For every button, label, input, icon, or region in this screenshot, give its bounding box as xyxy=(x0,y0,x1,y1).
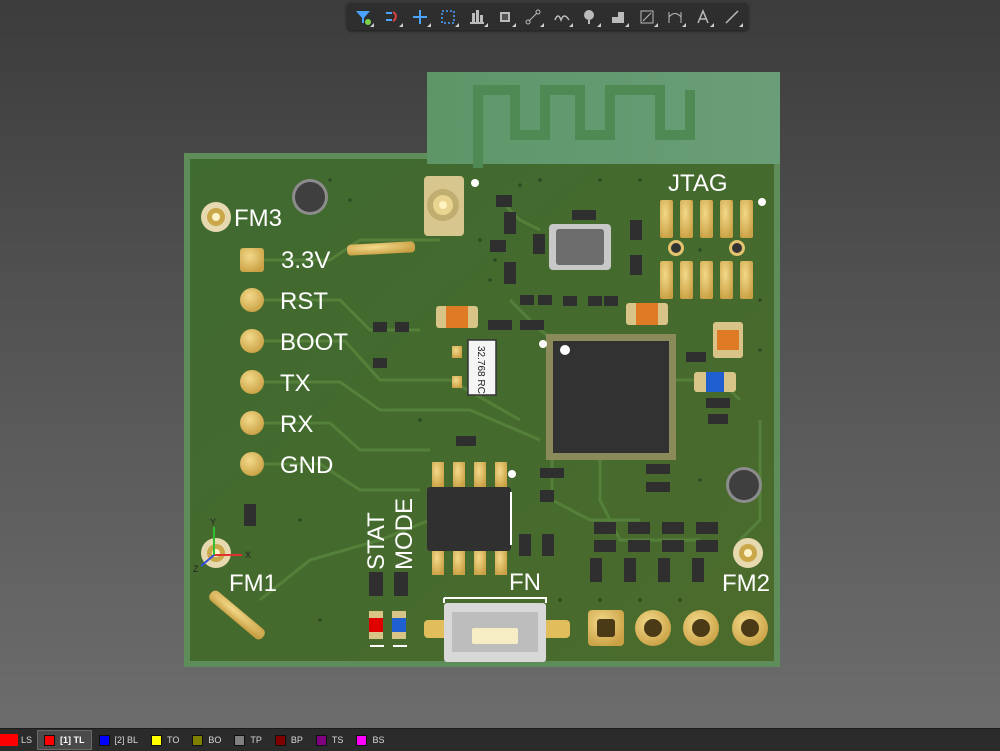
pad-gnd xyxy=(240,452,264,476)
layer-color-swatch xyxy=(0,734,18,746)
pad-rx xyxy=(240,411,264,435)
layer-label: BP xyxy=(290,735,303,745)
label-stat: STAT xyxy=(363,512,390,570)
layer-tab-bs[interactable]: BS xyxy=(350,731,390,749)
layer-color-swatch xyxy=(98,734,110,746)
axis-y-label: Y xyxy=(210,517,216,527)
pcb-3d-viewport[interactable]: FM3 3.3V RST BOOT TX RX GND JTAG FN FM1 … xyxy=(0,0,1000,728)
layer-tab-to[interactable]: TO xyxy=(145,731,185,749)
fiducial-fm2 xyxy=(733,538,763,568)
layer-label: TP xyxy=(250,735,262,745)
text-tool-icon[interactable] xyxy=(692,6,715,28)
mounting-hole-right xyxy=(726,467,762,503)
edge-pad-top xyxy=(346,241,416,256)
layer-color-swatch xyxy=(151,734,163,746)
via-dots xyxy=(298,178,762,622)
layer-color-swatch xyxy=(315,734,327,746)
layer-label: BS xyxy=(372,735,385,745)
line-tool-icon[interactable] xyxy=(721,6,743,28)
label-gnd: GND xyxy=(280,452,333,479)
component-tool-icon[interactable] xyxy=(494,6,516,28)
layer-tab-bar: LS [1] TL [2] BL TO BO TP BP TS BS xyxy=(0,728,1000,751)
layer-tab-ls[interactable]: LS xyxy=(0,731,36,749)
measure-tool-icon[interactable] xyxy=(664,6,686,28)
net-tool-icon[interactable] xyxy=(522,6,545,28)
label-crystal: 32.768 RC xyxy=(475,346,486,394)
axis-gizmo: X Y Z xyxy=(193,517,251,574)
layer-label: TO xyxy=(167,735,180,745)
fn-button-component xyxy=(424,603,570,662)
layer-label: [2] BL xyxy=(114,735,139,745)
pad-rst xyxy=(240,288,264,312)
layer-tab-bo[interactable]: BO xyxy=(186,731,227,749)
fiducial-fm3 xyxy=(201,202,231,232)
label-tx: TX xyxy=(280,370,311,397)
silkscreen-marks xyxy=(370,492,547,647)
tool-palette xyxy=(347,3,748,30)
layer-label: BO xyxy=(208,735,222,745)
layer-color-swatch xyxy=(356,734,368,746)
layer-tab-tp[interactable]: TP xyxy=(228,731,268,749)
axis-x-label: X xyxy=(245,550,251,560)
crystal-component xyxy=(452,339,497,396)
polygon-tool-icon[interactable] xyxy=(607,6,630,28)
align-tool-icon[interactable] xyxy=(466,6,488,28)
layer-label: TS xyxy=(331,735,344,745)
layer-color-swatch xyxy=(234,734,246,746)
label-fm2: FM2 xyxy=(722,570,770,597)
label-mode: MODE xyxy=(391,498,418,570)
edge-connector-pads xyxy=(588,610,768,646)
interactive-route-icon[interactable] xyxy=(551,6,573,28)
layer-label: LS xyxy=(21,735,33,745)
antenna-trace xyxy=(473,85,695,168)
axis-z-label: Z xyxy=(193,564,199,574)
layer-color-swatch xyxy=(192,734,204,746)
filter-tool-icon[interactable] xyxy=(352,6,375,28)
label-fn: FN xyxy=(509,569,541,596)
pcb-body xyxy=(190,159,774,661)
layer-label: [1] TL xyxy=(60,735,85,745)
via-tool-icon[interactable] xyxy=(579,6,601,28)
sensor-ic xyxy=(549,224,611,270)
jtag-header xyxy=(660,200,753,299)
label-rx: RX xyxy=(280,411,313,438)
label-fm1: FM1 xyxy=(229,570,277,597)
soic-chip xyxy=(427,462,511,575)
ufl-connector xyxy=(424,176,464,236)
select-box-icon[interactable] xyxy=(437,6,460,28)
layer-tab-ts[interactable]: TS xyxy=(310,731,350,749)
label-fm3: FM3 xyxy=(234,205,282,232)
pad-boot xyxy=(240,329,264,353)
mcu-chip xyxy=(546,334,676,460)
label-jtag: JTAG xyxy=(668,170,728,197)
place-tool-icon[interactable] xyxy=(409,6,431,28)
layer-tab-top[interactable]: [1] TL xyxy=(37,730,92,750)
label-3v3: 3.3V xyxy=(281,247,330,274)
passive-components xyxy=(244,195,743,639)
pcb-board-render: FM3 3.3V RST BOOT TX RX GND JTAG FN FM1 … xyxy=(184,72,780,667)
polarity-dots xyxy=(471,179,766,478)
label-boot: BOOT xyxy=(280,329,348,356)
route-tool-icon[interactable] xyxy=(381,6,403,28)
edge-pad-bottom xyxy=(209,590,265,640)
header-pads xyxy=(240,248,264,476)
layer-color-swatch xyxy=(44,734,56,746)
layer-tab-bp[interactable]: BP xyxy=(269,731,309,749)
label-rst: RST xyxy=(280,288,328,315)
pad-3v3 xyxy=(240,248,264,272)
layer-color-swatch xyxy=(274,734,286,746)
mounting-hole-top xyxy=(292,179,328,215)
pad-tx xyxy=(240,370,264,394)
dimension-tool-icon[interactable] xyxy=(636,6,658,28)
layer-tab-bottom[interactable]: [2] BL xyxy=(93,731,145,749)
